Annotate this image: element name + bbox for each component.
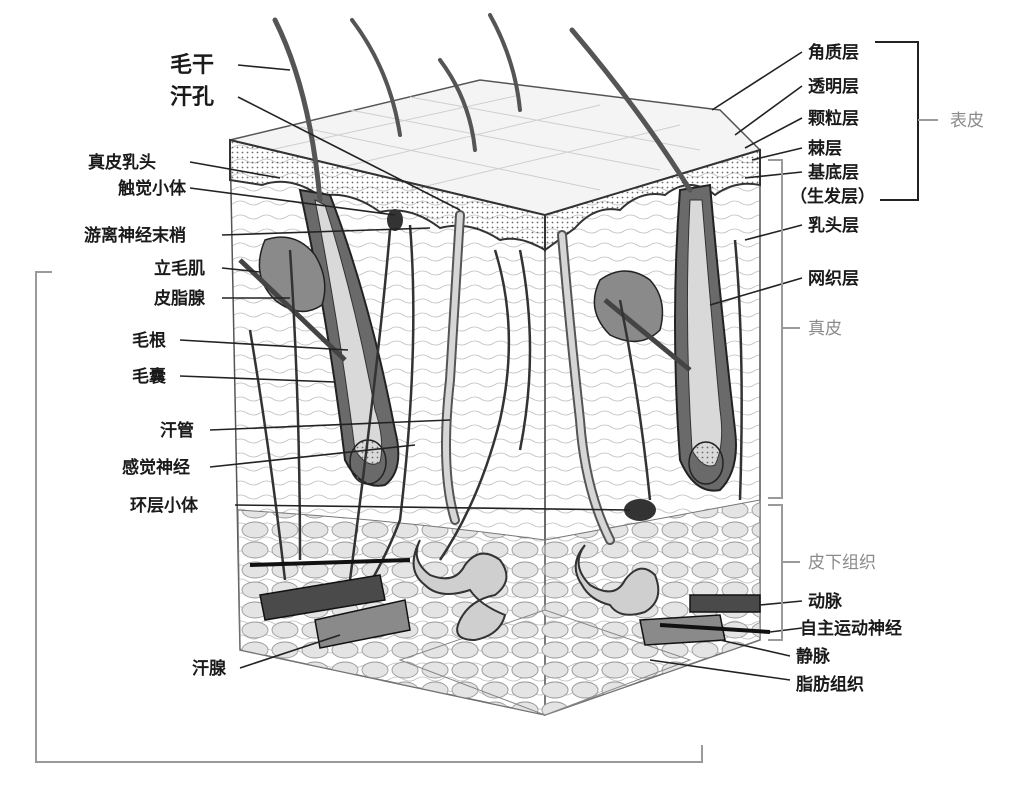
label-hair-shaft: 毛干: [170, 53, 214, 78]
surface-texture: [269, 94, 701, 191]
label-papillary-layer: 乳头层: [808, 215, 859, 236]
sweat-gland-coils: [412, 539, 660, 642]
dermis-bracket: [768, 159, 783, 499]
label-stratum-granulosum: 颗粒层: [808, 108, 859, 129]
hair-shafts: [272, 13, 693, 203]
label-germinative-layer: （生发层）: [790, 186, 875, 207]
label-dermal-papilla: 真皮乳头: [88, 152, 156, 173]
label-reticular-layer: 网织层: [808, 268, 859, 289]
subcutaneous-bracket: [768, 504, 783, 641]
epidermis-bracket: [875, 41, 919, 201]
label-artery: 动脉: [808, 591, 843, 612]
hair-follicle-right: [593, 183, 737, 492]
label-sensory-nerve: 感觉神经: [122, 457, 190, 478]
left-leaders: [179, 64, 631, 669]
right-leaders: [649, 51, 803, 681]
epidermis-band-left: [229, 138, 546, 252]
label-sweat-pore: 汗孔: [170, 85, 214, 110]
label-stratum-lucidum: 透明层: [808, 76, 859, 97]
label-sebaceous-gland: 皮脂腺: [154, 288, 206, 309]
label-arrector-pili: 立毛肌: [154, 258, 205, 279]
lamellar-corpuscle-shape: [624, 499, 656, 521]
label-lamellar-corpuscle: 环层小体: [130, 495, 199, 516]
label-dermis: 真皮: [808, 319, 842, 339]
tactile-corpuscle-shape: [387, 209, 403, 231]
label-vein: 静脉: [796, 646, 831, 667]
sweat-ducts: [441, 210, 615, 545]
label-sweat-gland: 汗腺: [192, 658, 227, 679]
outer-left-bracket: [35, 271, 703, 763]
nerves: [248, 224, 743, 601]
label-hair-root: 毛根: [132, 330, 166, 351]
epidermis-band-right: [544, 148, 761, 252]
label-stratum-basale: 基底层: [807, 162, 859, 183]
label-stratum-spinosum: 棘层: [808, 138, 842, 159]
label-sweat-duct: 汗管: [160, 420, 194, 441]
label-epidermis: 表皮: [950, 111, 984, 131]
label-free-nerve-ending: 游离神经末梢: [84, 225, 186, 246]
label-adipose-tissue: 脂肪组织: [796, 674, 864, 695]
label-hair-follicle: 毛囊: [132, 366, 166, 387]
label-autonomic-motor-nerve: 自主运动神经: [800, 618, 902, 639]
label-tactile-corpuscle: 触觉小体: [117, 178, 187, 199]
blood-vessels: [249, 558, 771, 649]
label-subcutaneous: 皮下组织: [808, 553, 876, 573]
label-stratum-corneum: 角质层: [808, 42, 859, 63]
